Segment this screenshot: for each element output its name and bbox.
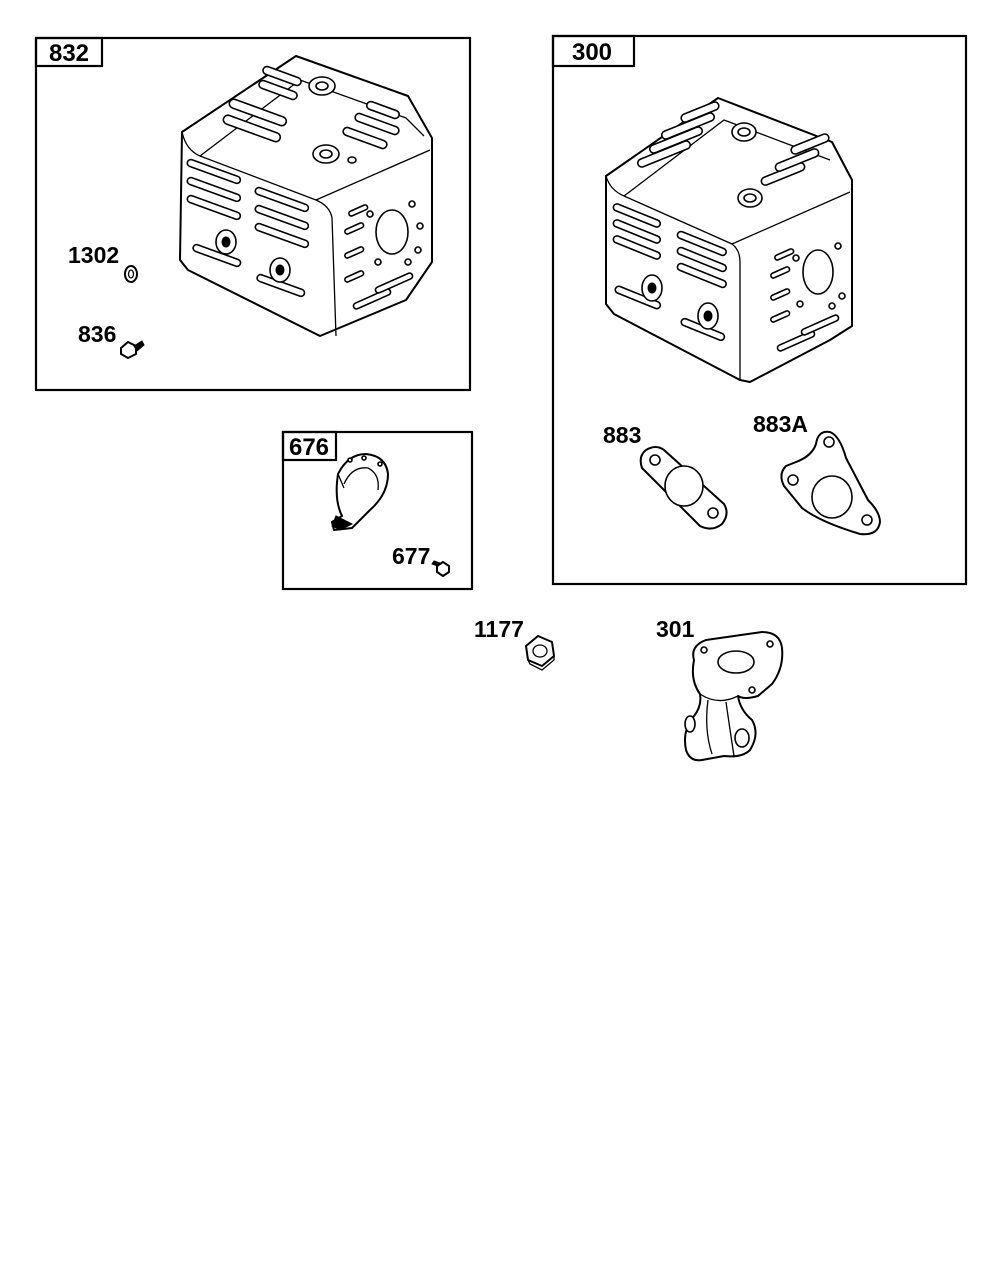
washer-callout: 1302	[68, 242, 119, 268]
bolt-callout: 836	[78, 321, 116, 347]
box-676-tag: 676	[289, 434, 329, 461]
washer-drawing	[124, 265, 138, 283]
muffler-drawing	[605, 97, 853, 383]
exhaust-pipe-drawing	[684, 631, 784, 762]
nut-callout: 1177	[474, 616, 524, 642]
exhaust-pipe-callout: 301	[656, 616, 695, 642]
screw-drawing	[431, 560, 450, 577]
gasket-alt-drawing	[780, 430, 881, 536]
deflector-drawing	[331, 453, 389, 531]
box-676: 676 677	[281, 430, 474, 591]
box-300: 300	[551, 34, 968, 586]
box-300-tag: 300	[572, 39, 612, 66]
box-832: 832	[34, 36, 472, 392]
gasket-callout: 883	[603, 422, 641, 448]
screw-callout: 677	[392, 543, 430, 569]
box-832-tag: 832	[49, 40, 89, 67]
nut-drawing	[525, 635, 555, 671]
gasket-alt-callout: 883A	[753, 411, 808, 437]
heat-shield-drawing	[179, 55, 433, 337]
gasket-drawing	[639, 446, 728, 530]
bolt-drawing	[120, 340, 145, 359]
